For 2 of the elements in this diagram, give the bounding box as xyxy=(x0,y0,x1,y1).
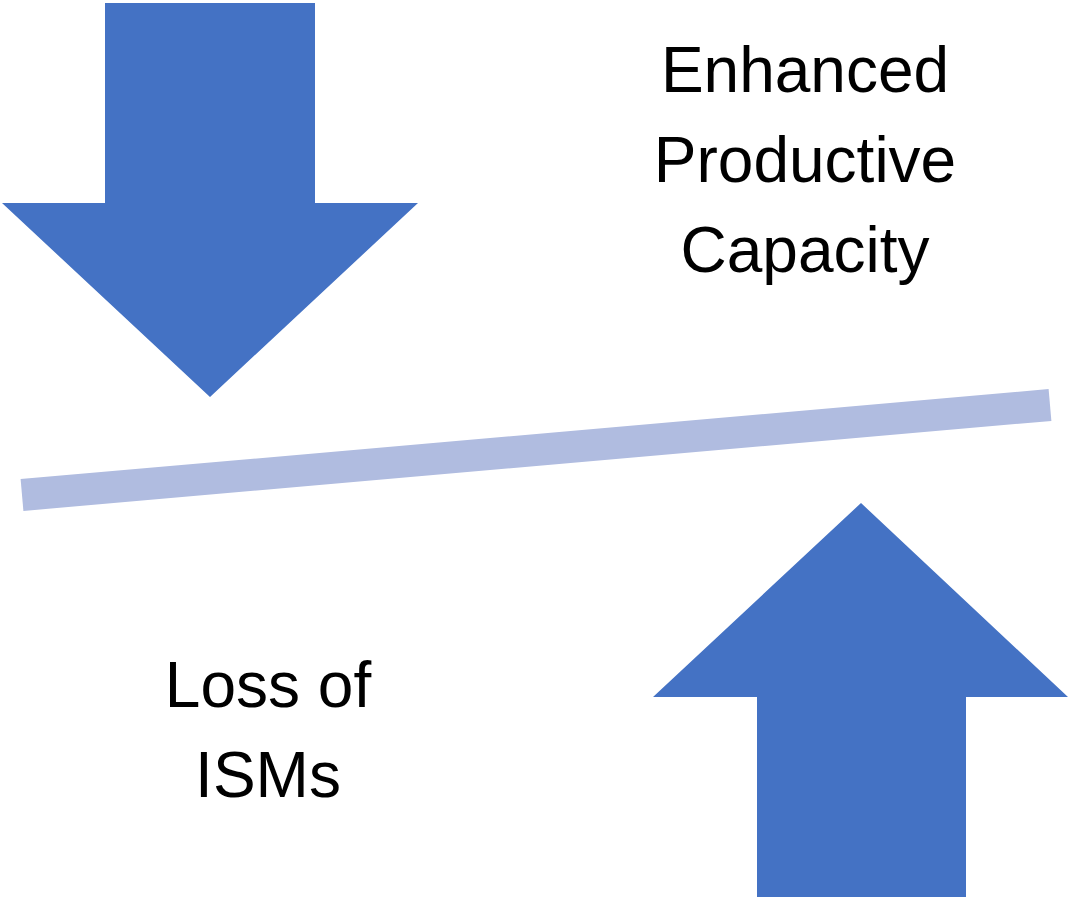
label-text: Loss of ISMs xyxy=(163,648,373,813)
label-text: Enhanced Productive Capacity xyxy=(652,33,958,288)
